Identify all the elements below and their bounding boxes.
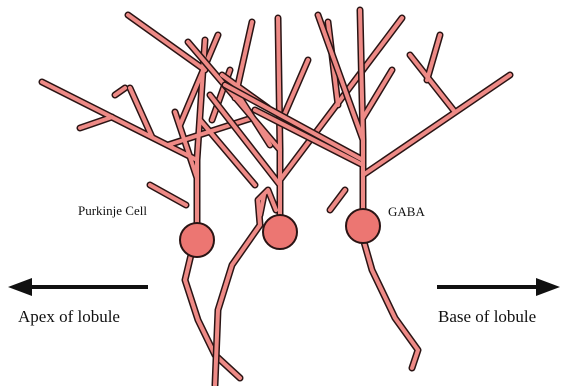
purkinje-cell-label: Purkinje Cell — [78, 203, 147, 218]
right-direction-arrow — [437, 278, 560, 296]
soma-3 — [346, 209, 380, 243]
gaba-label: GABA — [388, 204, 425, 219]
apex-of-lobule-label: Apex of lobule — [18, 307, 120, 326]
purkinje-cell-2 — [188, 18, 402, 385]
soma-2 — [263, 215, 297, 249]
base-of-lobule-label: Base of lobule — [438, 307, 536, 326]
dendrite-tree-2-outline — [188, 18, 402, 385]
soma-1 — [180, 223, 214, 257]
left-direction-arrow — [8, 278, 148, 296]
